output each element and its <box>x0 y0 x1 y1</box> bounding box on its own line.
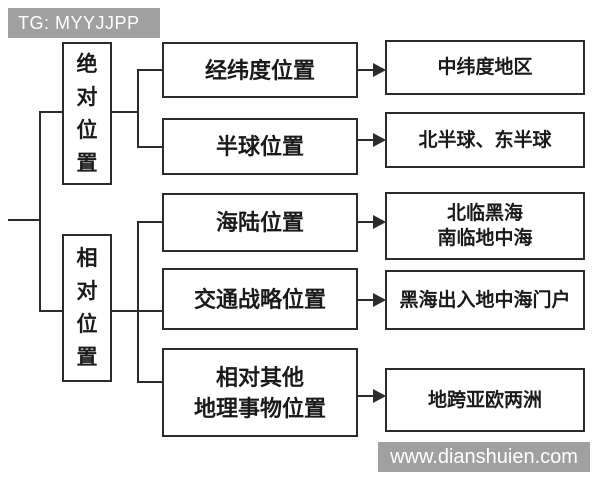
connector-relative-bracket <box>137 221 139 383</box>
arrow-head-icon <box>373 63 386 77</box>
connector-trunk <box>8 219 41 221</box>
connector-absolute-bracket <box>137 69 139 148</box>
arrow-head-icon <box>373 133 386 147</box>
connector-to-relative <box>39 310 62 312</box>
node-absolute-position-label: 绝对位置 <box>76 52 98 175</box>
arrow-line-row5 <box>358 395 375 397</box>
connector-to-absolute <box>39 111 62 113</box>
result-hemispheres: 北半球、东半球 <box>385 112 585 168</box>
result-gateway: 黑海出入地中海门户 <box>385 270 585 330</box>
node-absolute-position: 绝对位置 <box>62 42 112 185</box>
node-relative-position: 相对位置 <box>62 234 112 382</box>
result-spans-two-continents: 地跨亚欧两洲 <box>385 368 585 432</box>
connector-row5 <box>137 381 162 383</box>
arrow-line-row4 <box>358 299 375 301</box>
arrow-line-row1 <box>358 69 375 71</box>
node-latlon-position: 经纬度位置 <box>162 42 358 98</box>
arrow-head-icon <box>373 389 386 403</box>
node-sea-land-position: 海陆位置 <box>162 193 358 252</box>
connector-absolute-out <box>112 111 139 113</box>
arrow-line-row2 <box>358 139 375 141</box>
watermark-top-banner: TG: MYYJJPP <box>8 8 160 38</box>
result-bordering-seas: 北临黑海 南临地中海 <box>385 192 585 260</box>
node-relative-to-other-features: 相对其他 地理事物位置 <box>162 348 358 437</box>
arrow-line-row3 <box>358 221 375 223</box>
arrow-head-icon <box>373 293 386 307</box>
watermark-top-text: TG: MYYJJPP <box>18 12 140 33</box>
node-hemisphere-position: 半球位置 <box>162 118 358 175</box>
node-relative-position-label: 相对位置 <box>76 247 98 369</box>
connector-root-bracket <box>39 111 41 312</box>
node-transport-strategic-position: 交通战略位置 <box>162 268 358 330</box>
connector-row1 <box>137 69 162 71</box>
watermark-site-banner: www.dianshuien.com <box>378 442 590 472</box>
watermark-site-url: www.dianshuien.com <box>390 445 578 468</box>
arrow-head-icon <box>373 215 386 229</box>
result-mid-latitude: 中纬度地区 <box>385 40 585 95</box>
connector-row3 <box>137 221 162 223</box>
connector-row2 <box>137 146 162 148</box>
